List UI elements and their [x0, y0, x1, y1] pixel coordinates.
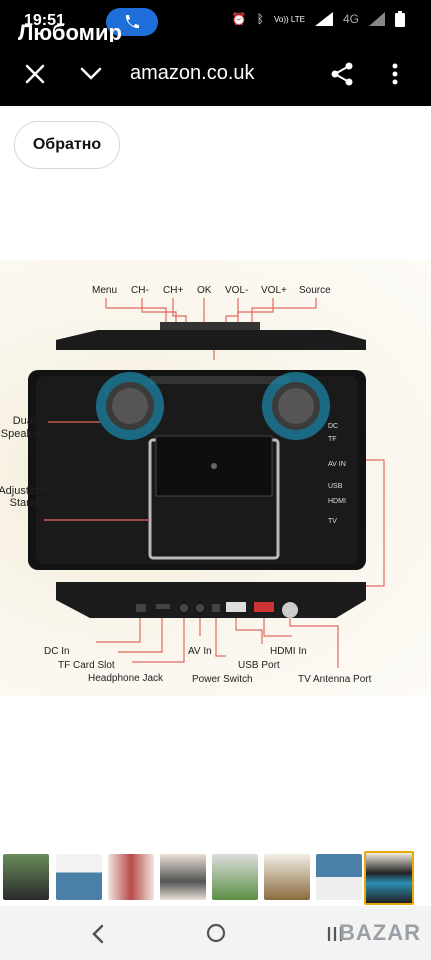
label-adjustable: Adjustable	[0, 485, 50, 497]
side-label-dc: DC	[328, 423, 338, 430]
label-stand: Stand	[10, 497, 39, 509]
ongoing-call-pill[interactable]	[106, 8, 158, 36]
thumbnail-2[interactable]	[56, 854, 102, 900]
watermark-logo: BAZAR	[339, 920, 421, 945]
label-dc-in: DC In	[44, 646, 70, 657]
chevron-down-icon[interactable]	[80, 66, 102, 82]
label-usb-port: USB Port	[238, 660, 280, 671]
label-headphone: Headphone Jack	[88, 673, 164, 684]
signal-icon	[314, 12, 333, 26]
network-type: 4G	[342, 12, 359, 26]
label-ok: OK	[197, 285, 212, 296]
tv-bottom-edge	[56, 582, 366, 618]
url-text[interactable]: amazon.co.uk	[130, 62, 255, 84]
phone-icon	[125, 15, 139, 29]
share-icon[interactable]	[330, 61, 354, 87]
side-label-usb: USB	[328, 483, 343, 490]
side-label-tf: TF	[328, 436, 337, 443]
alarm-icon: ⏰	[231, 12, 247, 26]
volte-indicator: Vo)) LTE	[274, 14, 305, 24]
label-speakers: Speakers	[1, 428, 48, 440]
side-label-tv: TV	[328, 518, 337, 525]
label-vol-minus: VOL-	[225, 285, 248, 296]
image-gallery-thumbnails	[0, 846, 431, 910]
thumbnail-1[interactable]	[3, 854, 49, 900]
status-time: 19:51	[24, 12, 65, 29]
label-menu: Menu	[92, 285, 117, 296]
side-label-av: AV IN	[328, 461, 346, 468]
label-power-switch: Power Switch	[192, 674, 253, 685]
thumbnail-6[interactable]	[264, 854, 310, 900]
label-ch-minus: CH-	[131, 285, 149, 296]
right-speaker	[262, 372, 330, 440]
signal-icon-2	[369, 12, 385, 26]
label-hdmi-in: HDMI In	[270, 646, 307, 657]
browser-toolbar: amazon.co.uk	[0, 42, 431, 106]
label-dual: Dual	[13, 415, 36, 427]
tv-top-edge	[56, 330, 366, 350]
thumbnail-8-selected[interactable]	[364, 851, 414, 905]
thumbnail-7[interactable]	[316, 854, 362, 900]
thumbnail-5[interactable]	[212, 854, 258, 900]
product-image[interactable]: Menu CH- CH+ OK VOL- VOL+ Source	[0, 260, 431, 696]
label-vol-plus: VOL+	[261, 285, 287, 296]
label-tf-slot: TF Card Slot	[58, 660, 115, 671]
status-bar: 19:51 ⏰ ᛒ Vo)) LTE 4G Любомир	[0, 0, 431, 45]
side-label-hdmi: HDMI	[328, 498, 346, 505]
thumbnail-3[interactable]	[108, 854, 154, 900]
label-source: Source	[299, 285, 331, 296]
back-nav-icon[interactable]	[90, 924, 106, 944]
label-ch-plus: CH+	[163, 285, 183, 296]
bluetooth-icon: ᛒ	[256, 12, 264, 26]
thumbnail-4[interactable]	[160, 854, 206, 900]
close-icon[interactable]	[24, 63, 46, 85]
battery-icon	[395, 11, 405, 27]
left-speaker	[96, 372, 164, 440]
back-button[interactable]: Обратно	[14, 121, 120, 169]
more-options-icon[interactable]	[390, 62, 400, 86]
label-tv-antenna: TV Antenna Port	[298, 674, 372, 685]
status-icons: ⏰ ᛒ Vo)) LTE 4G	[232, 11, 405, 27]
home-nav-icon[interactable]	[206, 923, 226, 943]
recent-apps-icon[interactable]	[326, 925, 344, 943]
overlay-contact-name: Любомир	[18, 20, 122, 45]
label-av-in: AV In	[188, 646, 212, 657]
android-nav-bar: BAZAR	[0, 906, 431, 960]
